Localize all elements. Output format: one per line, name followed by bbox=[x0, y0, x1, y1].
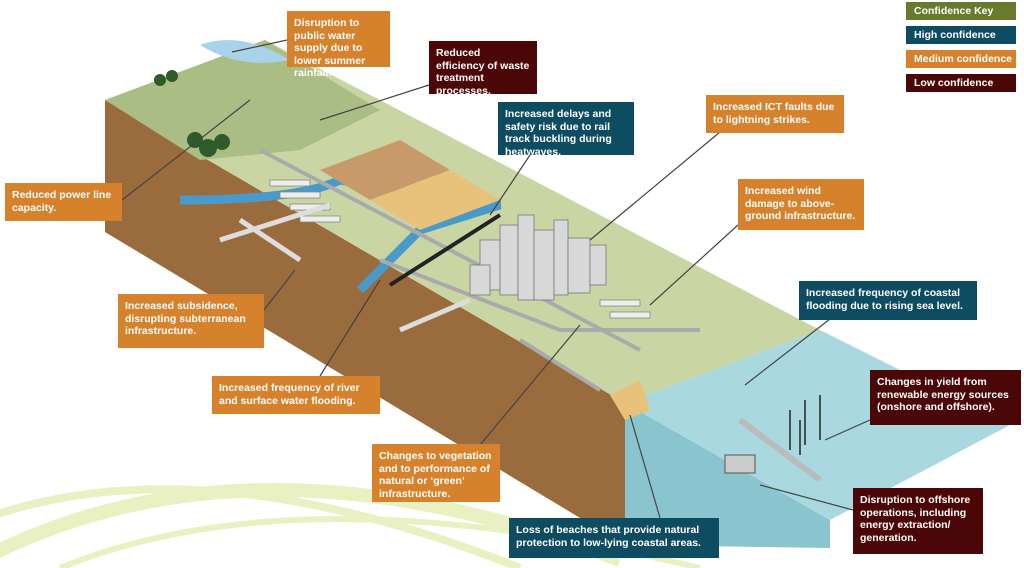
callout-vegetation: Changes to vegetation and to performance… bbox=[372, 444, 500, 502]
callout-water-supply: Disruption to public water supply due to… bbox=[287, 11, 390, 79]
key-low-confidence: Low confidence bbox=[906, 74, 1016, 92]
oil-platform bbox=[724, 417, 822, 483]
farmland bbox=[320, 140, 500, 230]
wind-turbines bbox=[789, 395, 821, 455]
callout-beach-loss: Loss of beaches that provide natural pro… bbox=[509, 518, 719, 558]
callout-offshore-operations: Disruption to offshore operations, inclu… bbox=[853, 488, 983, 554]
leader-lines bbox=[121, 39, 871, 519]
callout-subsidence: Increased subsidence, disrupting subterr… bbox=[118, 294, 264, 348]
underground-pipes bbox=[219, 202, 471, 333]
key-medium-confidence: Medium confidence bbox=[906, 50, 1016, 68]
reservoir bbox=[200, 40, 290, 63]
hills bbox=[105, 40, 380, 160]
callout-ict-faults: Increased ICT faults due to lightning st… bbox=[706, 95, 844, 133]
callout-wind-damage: Increased wind damage to above-ground in… bbox=[738, 179, 864, 230]
key-high-confidence: High confidence bbox=[906, 26, 1016, 44]
confidence-key-title: Confidence Key bbox=[906, 2, 1016, 20]
sea-front-face bbox=[625, 403, 830, 548]
callout-rail-buckling: Increased delays and safety risk due to … bbox=[498, 102, 634, 158]
callout-coastal-flooding: Increased frequency of coastal flooding … bbox=[799, 281, 977, 320]
callout-waste-treatment: Reduced efficiency of waste treatment pr… bbox=[429, 41, 537, 97]
railway bbox=[388, 213, 502, 287]
callout-power-line: Reduced power line capacity. bbox=[5, 183, 122, 221]
callout-renewable-yield: Changes in yield from renewable energy s… bbox=[870, 370, 1021, 425]
ground-front-face bbox=[105, 100, 625, 545]
roads bbox=[259, 148, 700, 392]
city-buildings bbox=[469, 214, 607, 301]
trees bbox=[154, 70, 230, 157]
callout-river-flooding: Increased frequency of river and surface… bbox=[212, 376, 380, 414]
beach bbox=[610, 380, 650, 420]
